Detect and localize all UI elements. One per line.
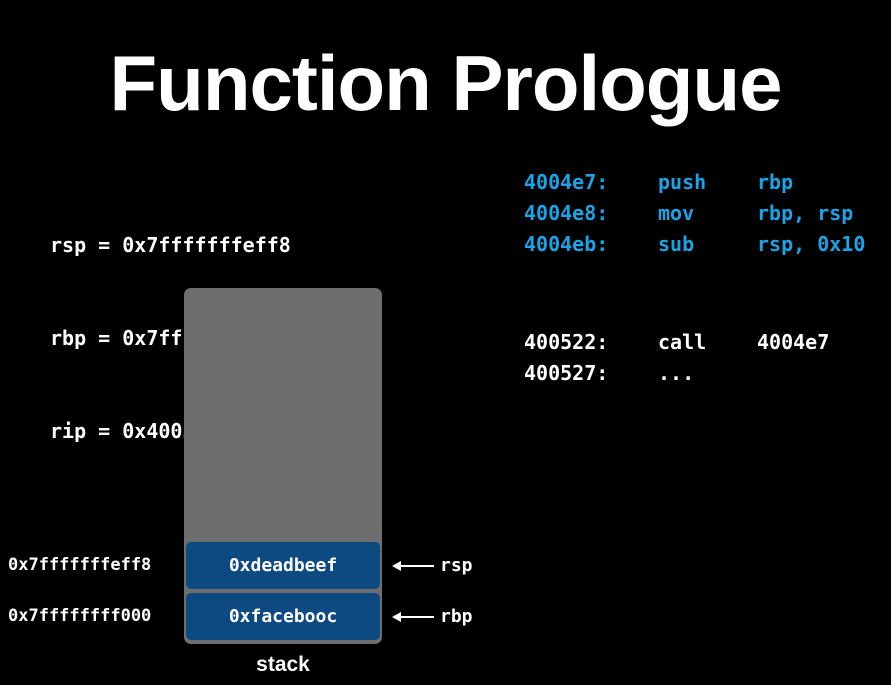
pointer-label: rsp	[440, 555, 473, 576]
page-title: Function Prologue	[109, 39, 783, 127]
stack-body	[184, 288, 382, 644]
code-line-push: 4004e7: push rbp	[524, 167, 865, 198]
register-rsp: rsp = 0x7fffffffeff8	[50, 233, 291, 257]
code-address: 4004eb:	[524, 232, 609, 256]
stack-slot-address: 0x7fffffffeff8	[8, 555, 152, 575]
code-address: 4004e8:	[524, 201, 609, 225]
code-opcode: sub	[658, 232, 695, 256]
pointer-label: rbp	[440, 606, 473, 627]
code-line-call: 400522: call 4004e7	[524, 327, 829, 358]
code-line-next: 400527:...	[524, 358, 829, 389]
code-opcode: call	[658, 330, 707, 354]
code-operands: rbp, rsp	[757, 201, 854, 225]
code-operands: rsp, 0x10	[757, 232, 866, 256]
rsp-pointer: rsp	[392, 542, 473, 589]
caller-code-block: 400522: call 4004e7 400527:...	[524, 327, 829, 389]
stack-slot-address: 0x7ffffffff000	[8, 606, 152, 626]
code-address: 400527:	[524, 361, 609, 385]
left-arrow-icon	[392, 560, 434, 571]
rbp-pointer: rbp	[392, 593, 473, 640]
code-address: 4004e7:	[524, 170, 609, 194]
code-operands: 4004e7	[757, 330, 830, 354]
stack-slot: 0xdeadbeef	[186, 542, 380, 589]
code-address: 400522:	[524, 330, 609, 354]
code-operands: rbp	[757, 170, 794, 194]
stack-slot: 0xfacebooc	[186, 593, 380, 640]
code-opcode: push	[658, 170, 707, 194]
code-opcode: mov	[658, 201, 695, 225]
code-line-mov: 4004e8: mov rbp, rsp	[524, 198, 865, 229]
prologue-code-block: 4004e7: push rbp 4004e8: mov rbp, rsp 4004eb…	[524, 167, 865, 260]
code-opcode: ...	[658, 361, 695, 385]
code-line-sub: 4004eb: sub rsp, 0x10	[524, 229, 865, 260]
stack-label: stack	[256, 653, 310, 676]
left-arrow-icon	[392, 611, 434, 622]
